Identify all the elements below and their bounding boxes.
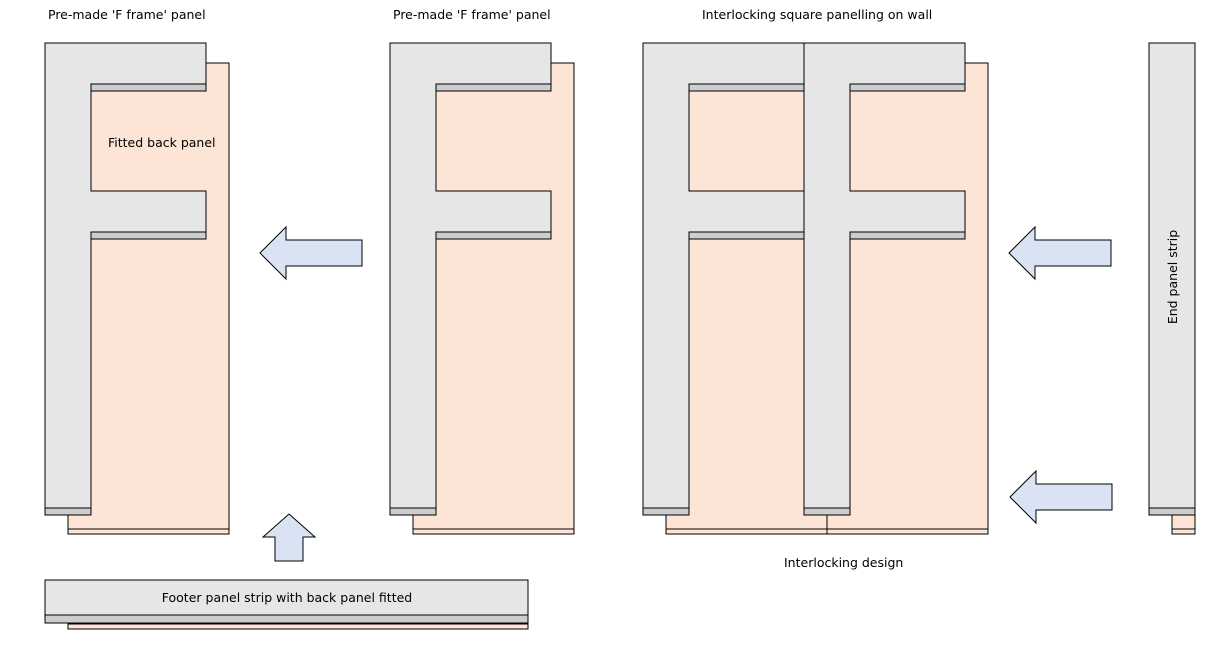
back-panel-left <box>67 62 230 535</box>
label-interlocking-design: Interlocking design <box>784 555 903 570</box>
foot-a <box>642 507 690 516</box>
end-strip-body <box>1148 42 1196 516</box>
shelf-mid-left <box>90 231 207 240</box>
shelf-mid-a <box>688 231 805 240</box>
label-footer-strip: Footer panel strip with back panel fitte… <box>162 590 412 605</box>
label-premade-left: Pre-made 'F frame' panel <box>48 7 206 22</box>
f-frame-panel-left <box>44 42 230 535</box>
shelf-mid-middle <box>435 231 552 240</box>
label-end-panel-strip: End panel strip <box>1165 230 1180 324</box>
back-panel-middle <box>412 62 575 535</box>
foot-left <box>44 507 92 516</box>
arrow-left-2 <box>1008 225 1112 281</box>
footer-edge <box>44 614 529 624</box>
arrow-up <box>261 513 317 562</box>
end-panel-strip <box>1148 42 1196 535</box>
shelf-top-b <box>849 83 966 92</box>
foot-middle <box>389 507 437 516</box>
shelf-top-left <box>90 83 207 92</box>
f-frame-panel-middle <box>389 42 575 535</box>
interlocking-panel-b <box>803 42 989 535</box>
arrow-left-3 <box>1009 469 1113 525</box>
label-fitted-back-panel: Fitted back panel <box>108 135 216 150</box>
interlocking-panel-a <box>642 42 828 535</box>
back-panel-a <box>665 62 828 535</box>
footer-panel-strip <box>44 579 529 630</box>
foot-b <box>803 507 851 516</box>
shelf-mid-b <box>849 231 966 240</box>
label-interlocking-wall: Interlocking square panelling on wall <box>702 7 932 22</box>
back-panel-b <box>826 62 989 535</box>
label-premade-middle: Pre-made 'F frame' panel <box>393 7 551 22</box>
end-strip-foot <box>1148 507 1196 516</box>
arrow-left-1 <box>259 225 363 281</box>
shelf-top-middle <box>435 83 552 92</box>
shelf-top-a <box>688 83 805 92</box>
